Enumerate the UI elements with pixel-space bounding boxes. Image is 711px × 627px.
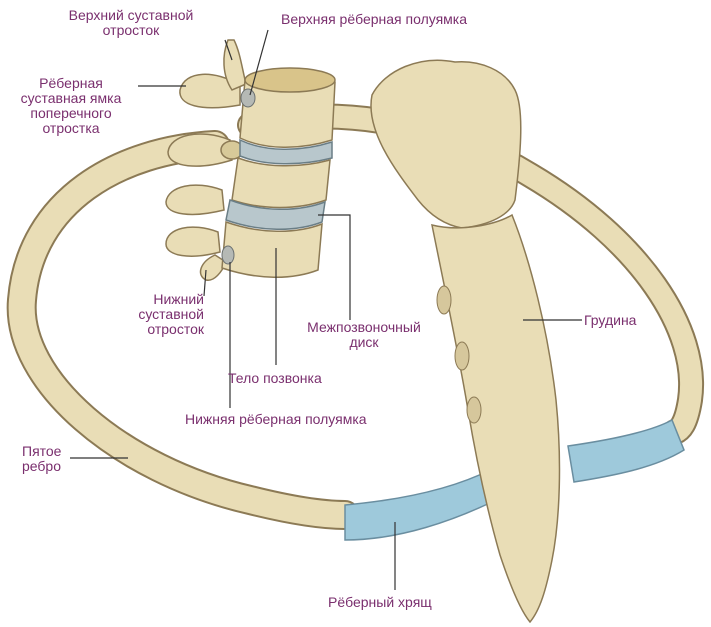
sternum-notch-1 xyxy=(437,286,451,314)
sternum-notch-3 xyxy=(467,397,481,423)
label-superior-articular-process: Верхний суставной отросток xyxy=(36,8,226,38)
sternum-notch-2 xyxy=(455,342,469,370)
manubrium xyxy=(371,60,521,228)
vertebral-body-top xyxy=(245,68,335,92)
cartilage-left xyxy=(345,470,496,540)
label-inferior-costal-facet: Нижняя рёберная полуямка xyxy=(185,412,367,427)
vertebral-body-3 xyxy=(222,222,322,277)
label-intervertebral-disc: Межпозвоночный диск xyxy=(284,320,444,350)
label-superior-costal-facet: Верхняя рёберная полуямка xyxy=(281,12,467,27)
label-transverse-costal-facet: Рёберная суставная ямка поперечного отро… xyxy=(6,76,136,136)
label-fifth-rib: Пятое ребро xyxy=(22,444,61,474)
vertebral-body-2 xyxy=(232,158,330,208)
label-vertebral-body: Тело позвонка xyxy=(228,371,322,386)
leader-intervertebral-disc xyxy=(318,215,350,320)
cartilage-right xyxy=(568,420,684,482)
label-costal-cartilage: Рёберный хрящ xyxy=(328,595,432,610)
label-inferior-articular-process: Нижний суставной отросток xyxy=(104,292,204,337)
sternum-body xyxy=(432,215,559,622)
transverse-process-3 xyxy=(166,185,224,214)
inferior-costal-facet xyxy=(222,246,234,264)
transverse-process-4 xyxy=(166,227,220,256)
superior-costal-facet xyxy=(241,89,255,107)
vertebral-column xyxy=(166,40,335,280)
label-sternum: Грудина xyxy=(584,313,636,328)
